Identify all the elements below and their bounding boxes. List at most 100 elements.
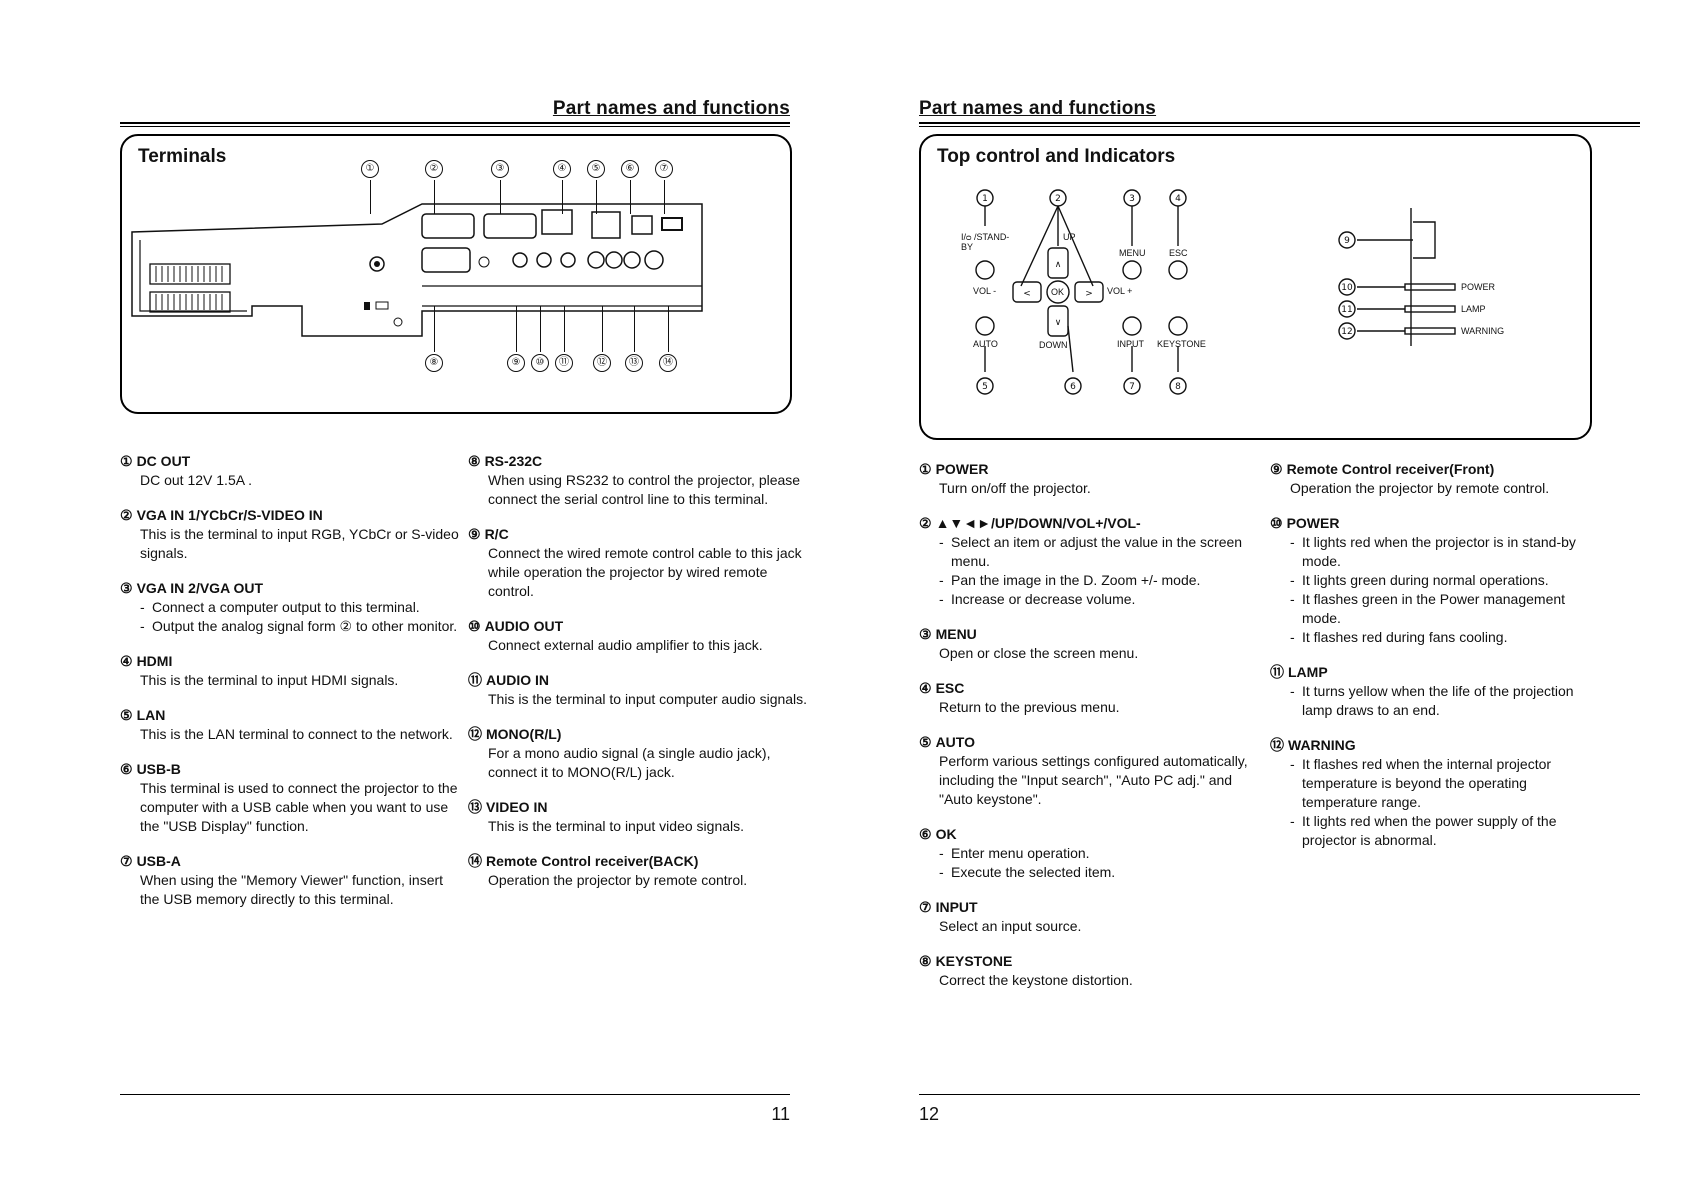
top-control-box: Top control and Indicators xyxy=(919,134,1592,440)
item-number: ⑨ xyxy=(468,526,481,542)
num-4: 4 xyxy=(1175,194,1181,204)
item-title: RS-232C xyxy=(484,453,543,469)
item-bullets: It flashes red when the internal project… xyxy=(1270,755,1600,850)
item-title: VGA IN 1/YCbCr/S-VIDEO IN xyxy=(136,507,323,523)
num-10: 10 xyxy=(1341,283,1353,293)
item-number: ⑧ xyxy=(919,953,932,969)
item-number: ⑪ xyxy=(468,672,482,688)
description-item: ⑫WARNINGIt flashes red when the internal… xyxy=(1270,736,1600,850)
input-label: INPUT xyxy=(1117,339,1144,349)
top-control-diagram: 1 2 3 4 5 6 7 8 9 10 11 12 ∧ ∨ < > xyxy=(975,189,1456,395)
item-text: This terminal is used to connect the pro… xyxy=(140,780,458,834)
item-bullets: Select an item or adjust the value in th… xyxy=(919,533,1249,609)
item-number: ② xyxy=(120,507,133,523)
item-bullets: It turns yellow when the life of the pro… xyxy=(1270,682,1600,720)
item-title: AUDIO OUT xyxy=(484,618,564,634)
item-title: POWER xyxy=(1286,515,1340,531)
num-1: 1 xyxy=(982,194,988,204)
terminal-number-1: ① xyxy=(361,160,379,178)
bullet: It lights red when the projector is in s… xyxy=(1290,533,1600,571)
terminal-number-2: ② xyxy=(425,160,443,178)
item-number: ⑪ xyxy=(1270,664,1284,680)
auto-label: AUTO xyxy=(973,339,998,349)
item-number: ⑩ xyxy=(1270,515,1283,531)
item-number: ⑥ xyxy=(120,761,133,777)
description-item: ⑪LAMPIt turns yellow when the life of th… xyxy=(1270,663,1600,720)
box-title: Terminals xyxy=(138,146,227,167)
item-number: ④ xyxy=(919,680,932,696)
item-title: INPUT xyxy=(935,899,978,915)
item-text: Correct the keystone distortion. xyxy=(939,972,1133,988)
page-number: 11 xyxy=(771,1104,790,1124)
terminal-number-13: ⑬ xyxy=(625,354,643,372)
terminal-number-14: ⑭ xyxy=(659,354,677,372)
item-text: Select an input source. xyxy=(939,918,1082,934)
keystone-label: KEYSTONE xyxy=(1157,339,1206,349)
item-text: Open or close the screen menu. xyxy=(939,645,1139,661)
item-text: Return to the previous menu. xyxy=(939,699,1120,715)
item-title: AUTO xyxy=(935,734,975,750)
item-title: AUDIO IN xyxy=(486,672,549,688)
num-5: 5 xyxy=(982,382,988,392)
bullet: It flashes red when the internal project… xyxy=(1290,755,1600,812)
item-bullets: Connect a computer output to this termin… xyxy=(120,598,460,636)
item-text: When using RS232 to control the projecto… xyxy=(488,472,801,507)
item-number: ④ xyxy=(120,653,133,669)
item-text: For a mono audio signal (a single audio … xyxy=(488,745,771,780)
item-title: ESC xyxy=(935,680,965,696)
terminal-number-3: ③ xyxy=(491,160,509,178)
item-heading: ②▲▼◄►/UP/DOWN/VOL+/VOL- xyxy=(919,514,1249,533)
item-title: DC OUT xyxy=(136,453,191,469)
page-11: Part names and functions Terminals xyxy=(0,0,850,1188)
terminal-number-11: ⑪ xyxy=(555,354,573,372)
item-text: This is the terminal to input video sign… xyxy=(488,818,745,834)
header-rule xyxy=(919,122,1640,124)
item-title: R/C xyxy=(484,526,509,542)
item-text: This is the terminal to input RGB, YCbCr… xyxy=(140,526,459,561)
num-11: 11 xyxy=(1341,305,1352,315)
warning-indicator-label: WARNING xyxy=(1461,326,1505,336)
footer-rule xyxy=(120,1094,790,1095)
item-number: ① xyxy=(120,453,133,469)
bullet: Increase or decrease volume. xyxy=(939,590,1249,609)
item-number: ⑭ xyxy=(468,853,482,869)
item-number: ③ xyxy=(120,580,133,596)
footer-rule xyxy=(919,1094,1640,1095)
num-8: 8 xyxy=(1175,382,1181,392)
item-title: OK xyxy=(935,826,957,842)
left-arrow-icon: < xyxy=(1023,289,1031,299)
item-title: Remote Control receiver(BACK) xyxy=(486,853,699,869)
item-text: When using the "Memory Viewer" function,… xyxy=(140,872,444,907)
item-number: ⑨ xyxy=(1270,461,1283,477)
bullet: It lights green during normal operations… xyxy=(1290,571,1600,590)
vol-minus-label: VOL - xyxy=(973,286,997,296)
bullet: It turns yellow when the life of the pro… xyxy=(1290,682,1600,720)
terminal-number-4: ④ xyxy=(553,160,571,178)
